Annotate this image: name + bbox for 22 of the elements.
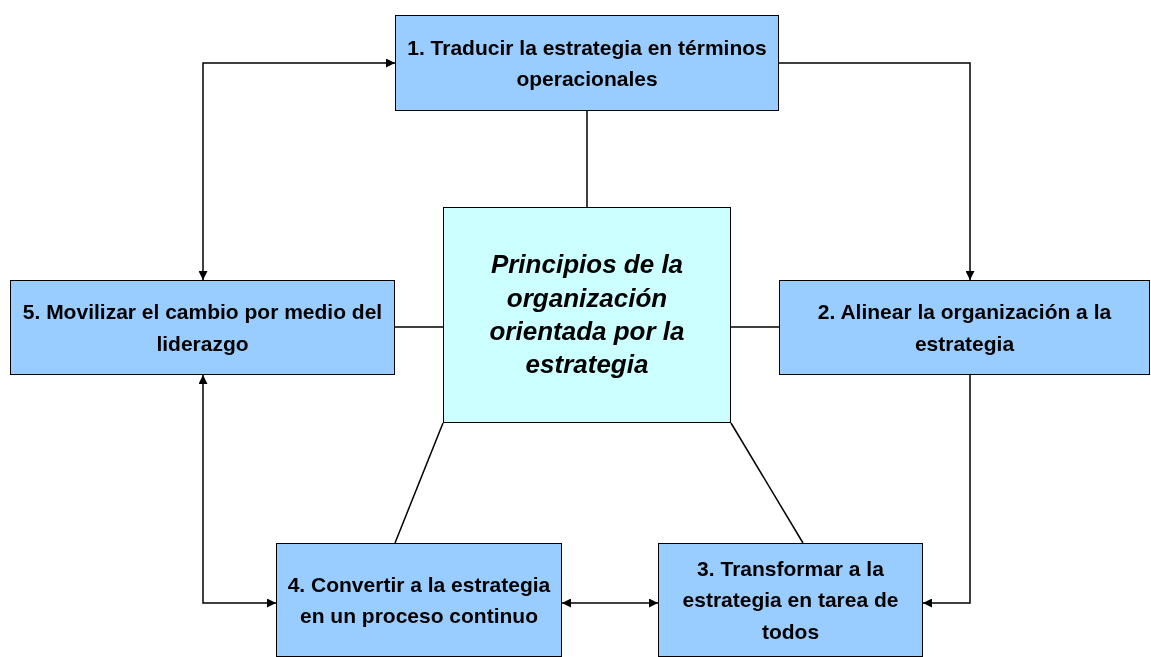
box-text: 3. Transformar a la estrategia en tarea de todos — [681, 555, 900, 645]
process-box — [276, 543, 562, 657]
process-box — [443, 207, 731, 423]
box-text: 2. Alinear la organización a la estrategia — [816, 299, 1113, 357]
connector-line — [730, 422, 804, 544]
box-text: Principios de la organización orientada por la estrategia — [488, 248, 686, 382]
process-box — [779, 280, 1150, 375]
arrow — [198, 58, 396, 281]
connector-line — [394, 422, 444, 544]
connector-line — [394, 326, 444, 328]
arrow — [922, 374, 971, 608]
connector-line — [730, 326, 780, 328]
box-text: 5. Movilizar el cambio por medio del liderazgo — [21, 299, 384, 357]
box-text: 1. Traducir la estrategia en términos operacionales — [406, 34, 768, 92]
process-box — [10, 280, 395, 375]
connector-line — [586, 110, 588, 208]
arrow — [198, 374, 277, 608]
process-box — [395, 15, 779, 111]
box-text: 4. Convertir a la estrategia en un proceso continuo — [287, 571, 551, 629]
process-box — [658, 543, 923, 657]
arrow — [778, 62, 975, 281]
arrow — [561, 598, 659, 608]
